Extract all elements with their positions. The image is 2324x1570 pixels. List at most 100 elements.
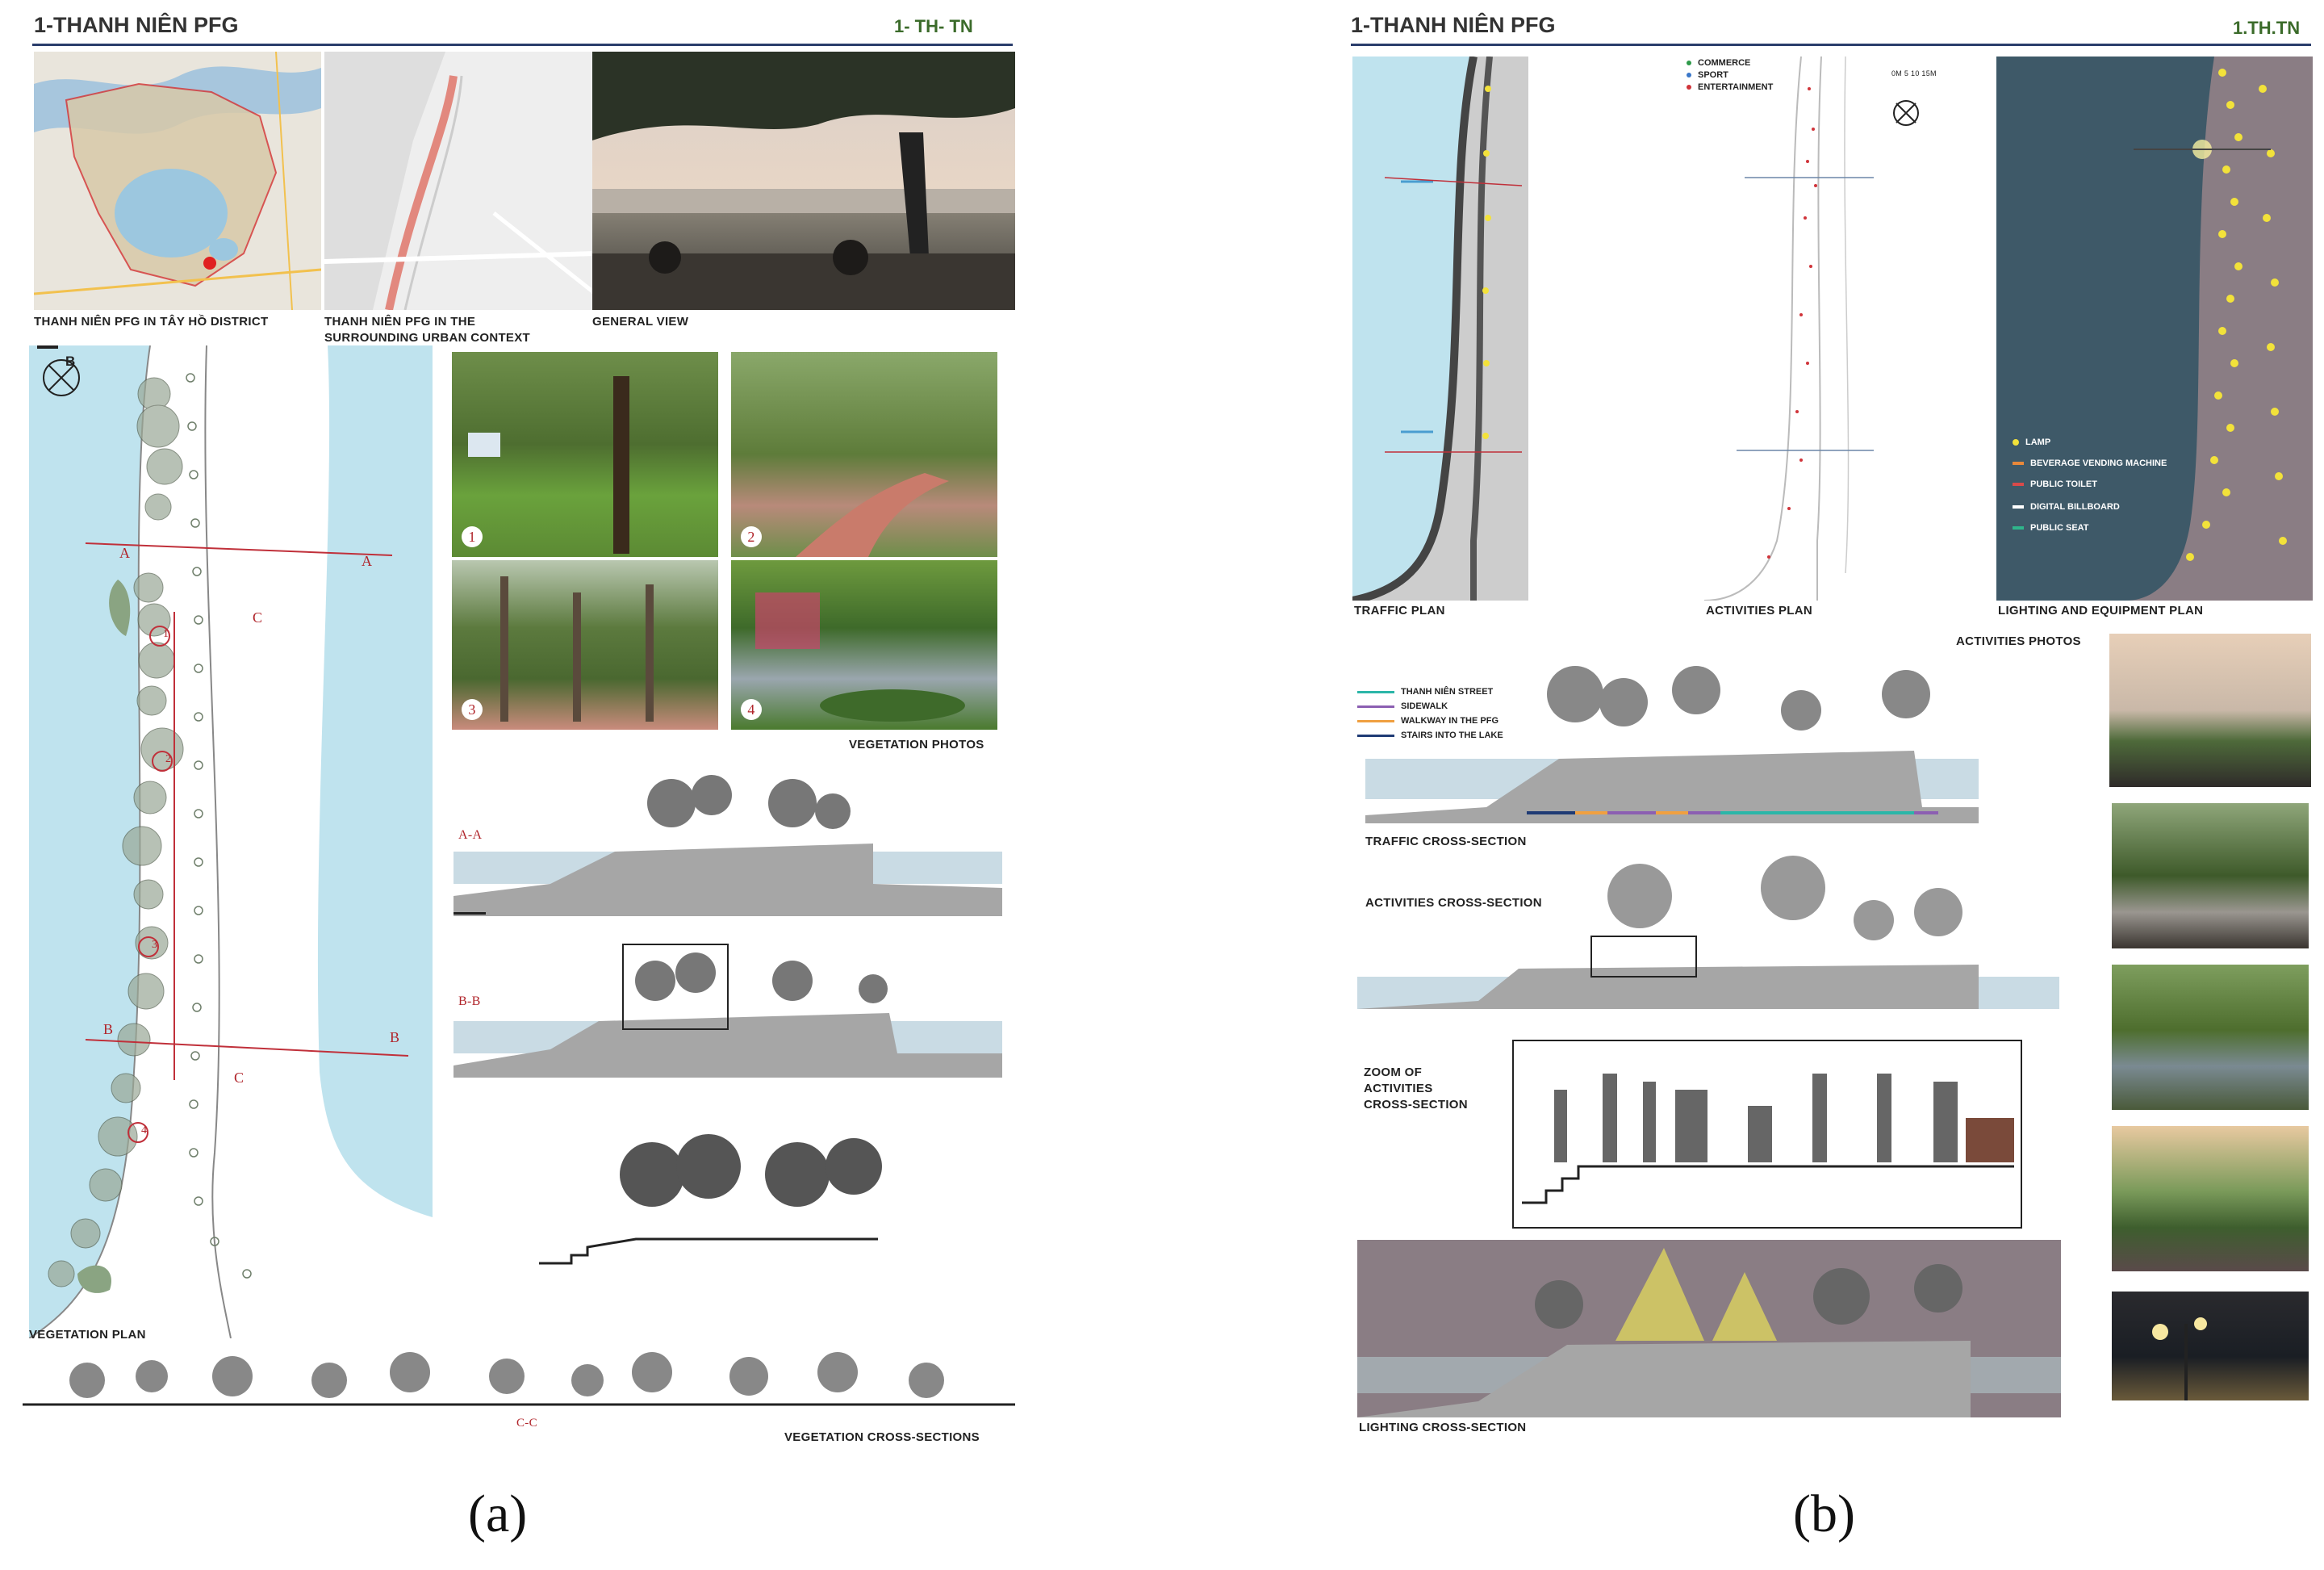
north-arrow bbox=[43, 359, 80, 396]
general-view-drawing bbox=[592, 52, 1015, 310]
section-mark-c-top: C bbox=[253, 609, 263, 626]
context-map-drawing bbox=[324, 52, 596, 310]
context-map bbox=[324, 52, 596, 310]
tree-row bbox=[186, 373, 252, 1279]
activity-dots bbox=[1767, 87, 1817, 559]
vegetation-sections-caption: VEGETATION CROSS-SECTIONS bbox=[784, 1430, 980, 1444]
lighting-legend-vending: BEVERAGE VENDING MACHINE bbox=[2013, 458, 2167, 468]
section-bb-label: B-B bbox=[458, 994, 481, 1008]
photo-number-3: 3 bbox=[462, 699, 483, 720]
district-map bbox=[34, 52, 321, 310]
traffic-legend-sidewalk: SIDEWALK bbox=[1357, 701, 1448, 711]
seat-icon bbox=[2013, 526, 2024, 530]
zoom-caption-2: ACTIVITIES bbox=[1364, 1082, 1433, 1095]
panel-a-rule bbox=[32, 44, 1013, 46]
activities-plan-caption: ACTIVITIES PLAN bbox=[1706, 604, 1813, 618]
plan-photo-marker-2: 2 bbox=[165, 753, 172, 765]
panel-b: 1-THANH NIÊN PFG 1.TH.TN TRAFFIC PLAN CO… bbox=[1341, 8, 2318, 1469]
north-letter-a: B bbox=[65, 354, 76, 369]
plan-photo-marker-4: 4 bbox=[141, 1124, 148, 1137]
billboard-icon bbox=[2013, 505, 2024, 509]
traffic-legend-street: THANH NIÊN STREET bbox=[1357, 687, 1493, 697]
zoom-section-people bbox=[1554, 1074, 1958, 1162]
activities-north-icon bbox=[1893, 100, 1919, 126]
sidewalk-line-icon bbox=[1357, 705, 1394, 708]
general-view-photo bbox=[592, 52, 1015, 310]
activity-legend-sport: SPORT bbox=[1687, 70, 1728, 80]
section-mark-b-left: B bbox=[103, 1021, 114, 1037]
district-caption: THANH NIÊN PFG IN TÂY HỒ DISTRICT bbox=[34, 315, 269, 329]
vegetation-photo-4-drawing bbox=[755, 592, 965, 722]
vending-machine-icon bbox=[2013, 462, 2024, 465]
photo-markers bbox=[127, 626, 173, 1143]
district-map-drawing bbox=[34, 52, 321, 310]
lighting-legend-billboard: DIGITAL BILLBOARD bbox=[2013, 502, 2120, 512]
vegetation-plan bbox=[29, 345, 433, 1338]
section-bb-trees bbox=[635, 952, 888, 1003]
section-zoom-trees bbox=[620, 1134, 882, 1207]
lamp-icon bbox=[2013, 439, 2019, 446]
activity-legend-entertainment: ENTERTAINMENT bbox=[1687, 82, 1773, 92]
section-zoom bbox=[539, 1134, 882, 1265]
traffic-plan bbox=[1352, 57, 1528, 601]
section-aa-label: A-A bbox=[458, 828, 483, 842]
section-cc-trees bbox=[69, 1352, 944, 1398]
vegetation-photo-3: 3 bbox=[452, 560, 718, 730]
panel-a: 1-THANH NIÊN PFG 1- TH- TN THANH NIÊN PF… bbox=[23, 8, 1023, 1469]
photo-number-4: 4 bbox=[741, 699, 762, 720]
activity-legend-commerce: COMMERCE bbox=[1687, 58, 1750, 68]
lighting-section-trees bbox=[1535, 1264, 1962, 1329]
traffic-legend-stairs: STAIRS INTO THE LAKE bbox=[1357, 731, 1503, 740]
sport-dot-icon bbox=[1687, 73, 1691, 77]
traffic-section-caption: TRAFFIC CROSS-SECTION bbox=[1365, 835, 1527, 848]
street-line-icon bbox=[1357, 690, 1394, 693]
section-mark-c-bottom: C bbox=[234, 1070, 245, 1086]
lighting-legend-lamp: LAMP bbox=[2013, 438, 2050, 447]
lighting-legend-toilet: PUBLIC TOILET bbox=[2013, 479, 2097, 489]
vegetation-plan-caption: VEGETATION PLAN bbox=[29, 1328, 146, 1342]
vegetation-photo-1-drawing bbox=[468, 376, 629, 554]
zoom-caption-3: CROSS-SECTION bbox=[1364, 1098, 1468, 1112]
activities-section-trees bbox=[1607, 856, 1962, 940]
vegetation-photo-1: 1 bbox=[452, 352, 718, 557]
activities-photo-3 bbox=[2112, 965, 2309, 1110]
photo-number-2: 2 bbox=[741, 526, 762, 547]
activities-scale: 0M 5 10 15M bbox=[1891, 69, 1937, 77]
section-aa-trees bbox=[647, 775, 851, 829]
activities-section bbox=[1357, 856, 2059, 1009]
context-caption-2: SURROUNDING URBAN CONTEXT bbox=[324, 331, 530, 345]
traffic-entrance-markers bbox=[1482, 86, 1491, 439]
activities-photos-caption: ACTIVITIES PHOTOS bbox=[1956, 634, 2081, 648]
zoom-caption-1: ZOOM OF bbox=[1364, 1066, 1423, 1079]
lighting-plan-caption: LIGHTING AND EQUIPMENT PLAN bbox=[1998, 604, 2204, 618]
panel-b-title: 1-THANH NIÊN PFG bbox=[1351, 13, 1556, 37]
traffic-legend-walkway: WALKWAY IN THE PFG bbox=[1357, 716, 1498, 726]
activities-photo-2 bbox=[2112, 803, 2309, 948]
traffic-section-trees bbox=[1547, 666, 1930, 731]
zoom-section-box bbox=[1512, 1040, 2022, 1229]
activities-plan bbox=[1703, 57, 1874, 601]
vegetation-photo-3-drawing bbox=[500, 576, 654, 722]
activities-section-caption: ACTIVITIES CROSS-SECTION bbox=[1365, 896, 1542, 910]
entertainment-dot-icon bbox=[1687, 85, 1691, 90]
photo-number-1: 1 bbox=[462, 526, 483, 547]
panel-b-code: 1.TH.TN bbox=[2233, 18, 2301, 38]
section-cc-label: C-C bbox=[516, 1417, 537, 1430]
general-view-caption: GENERAL VIEW bbox=[592, 315, 689, 329]
panel-a-code: 1- TH- TN bbox=[894, 16, 973, 36]
lighting-section bbox=[1357, 1240, 2061, 1417]
figure-label-a: (a) bbox=[468, 1484, 528, 1543]
section-mark-a-left: A bbox=[119, 545, 131, 561]
activities-photo-4 bbox=[2112, 1126, 2309, 1271]
section-cc bbox=[23, 1352, 1015, 1406]
commerce-dot-icon bbox=[1687, 61, 1691, 65]
panel-a-title: 1-THANH NIÊN PFG bbox=[34, 13, 239, 37]
toilet-icon bbox=[2013, 483, 2024, 486]
plan-photo-marker-3: 3 bbox=[152, 939, 158, 951]
traffic-plan-caption: TRAFFIC PLAN bbox=[1354, 604, 1445, 618]
lighting-section-caption: LIGHTING CROSS-SECTION bbox=[1359, 1421, 1527, 1434]
section-mark-b-right: B bbox=[390, 1029, 400, 1045]
walkway-line-icon bbox=[1357, 719, 1394, 722]
zoom-section-drawing bbox=[1522, 1074, 2014, 1204]
context-caption-1: THANH NIÊN PFG IN THE bbox=[324, 315, 476, 329]
